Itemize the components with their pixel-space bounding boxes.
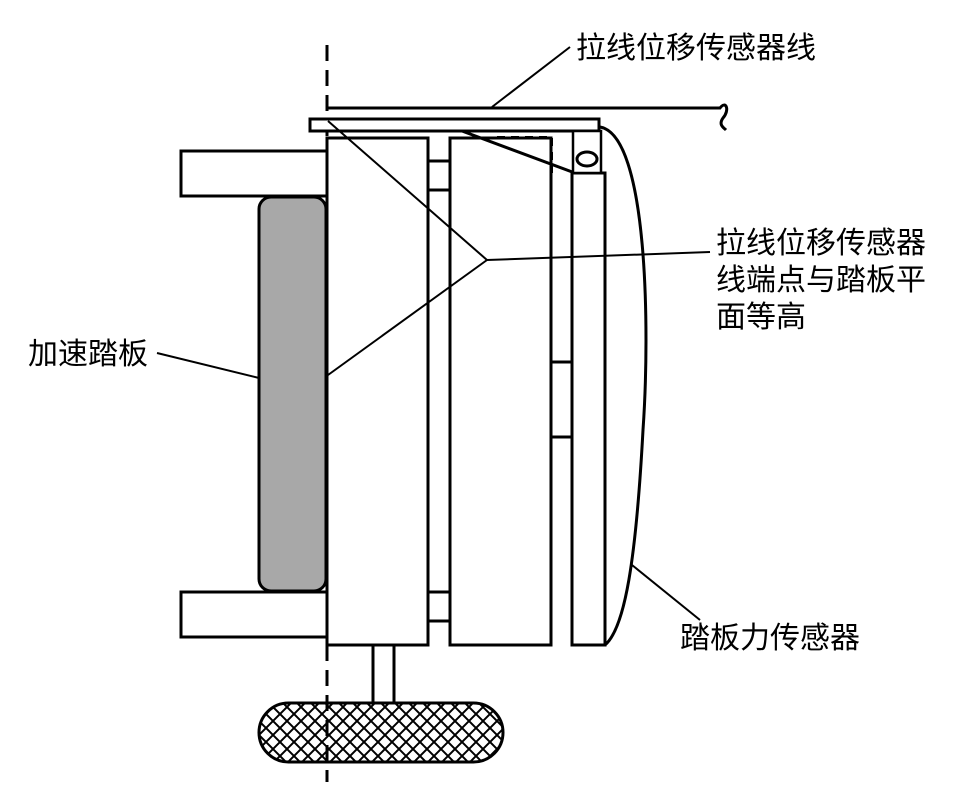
leader-force-sensor [631,564,701,621]
leader-wire-end-upper [327,120,488,261]
label-accel-pedal: 加速踏板 [28,337,148,372]
lower-mount-bracket [179,590,329,639]
pivot-pin-icon [575,150,599,168]
top-plate [308,117,601,133]
accelerator-pedal [257,195,328,593]
displacement-sensor-wire [327,103,729,132]
leader-wire-end-lower [327,259,488,376]
force-sensor-plate [570,171,607,647]
middle-block [448,136,553,647]
leader-wire-sensor [491,46,571,108]
label-pedal-force-sensor: 踏板力传感器 [680,621,860,656]
force-sensor-cover [599,125,648,647]
pedal-body-block [325,136,430,647]
label-wire-end-line3: 面等高 [716,300,806,335]
leader-wire-end-label [486,251,711,261]
label-wire-end-line2: 线端点与踏板平 [716,263,926,298]
dashed-guide [497,136,553,173]
knurled-knob [257,701,505,764]
label-wire-sensor: 拉线位移传感器线 [576,31,816,66]
upper-mount-bracket [179,149,329,198]
label-wire-end-line1: 拉线位移传感器 [716,226,926,261]
leader-accel-pedal [156,352,260,379]
